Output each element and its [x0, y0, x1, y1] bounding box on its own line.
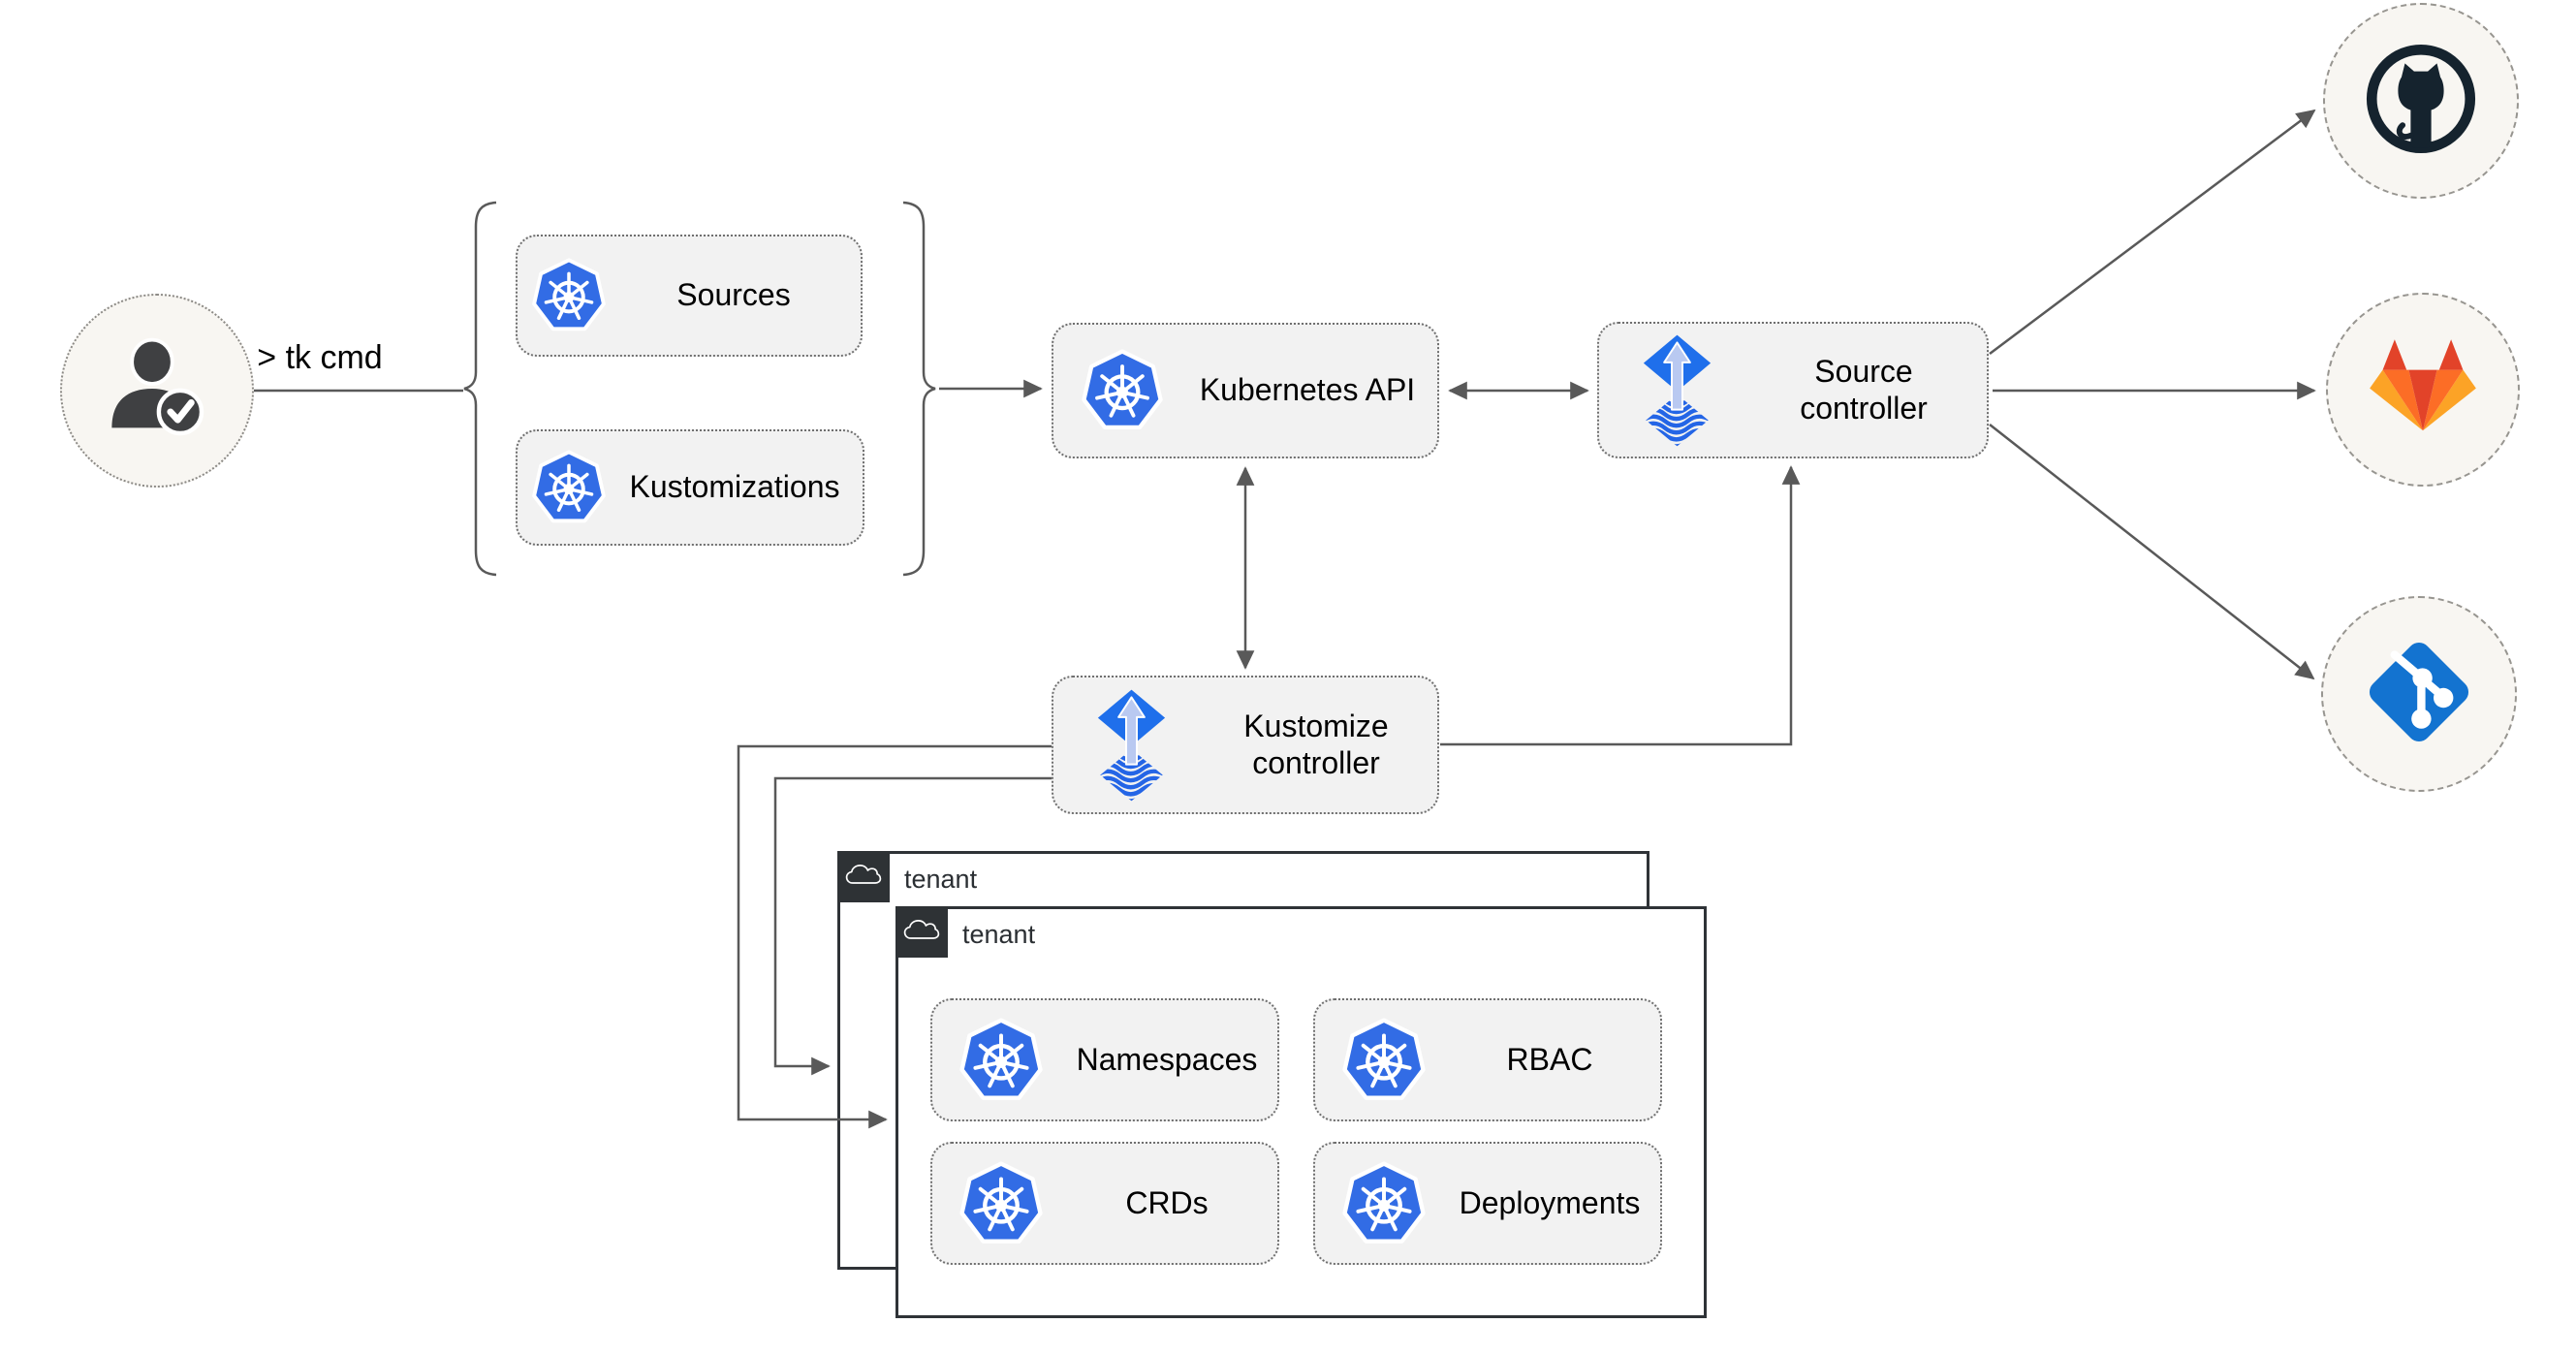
- github-icon: [2364, 42, 2478, 161]
- node-label: Deployments: [1459, 1184, 1641, 1220]
- node-source-controller: Source controller: [1597, 322, 1989, 458]
- tenant-label: tenant: [904, 865, 978, 894]
- right-brace: [902, 201, 936, 577]
- node-label: CRDs: [1125, 1184, 1209, 1220]
- kubernetes-icon: [932, 1161, 1070, 1246]
- node-kustomize-controller: Kustomize controller: [1052, 676, 1439, 814]
- kubernetes-icon: [1053, 349, 1191, 432]
- node-label: RBAC: [1506, 1041, 1593, 1077]
- cloud-icon: [902, 917, 941, 948]
- tenant-label: tenant: [962, 920, 1036, 949]
- kubernetes-icon: [1315, 1018, 1453, 1103]
- node-label: Kubernetes API: [1199, 372, 1416, 408]
- remote-gitlab: [2326, 293, 2520, 487]
- node-kubernetes-api: Kubernetes API: [1052, 323, 1439, 458]
- kubernetes-icon: [932, 1018, 1070, 1103]
- node-sources: Sources: [516, 235, 863, 357]
- cloud-icon: [844, 862, 883, 893]
- node-namespaces: Namespaces: [930, 998, 1279, 1121]
- remote-github: [2323, 3, 2519, 199]
- kubernetes-icon: [1315, 1161, 1453, 1246]
- node-rbac: RBAC: [1313, 998, 1662, 1121]
- node-label: Namespaces: [1076, 1041, 1258, 1077]
- left-brace: [463, 201, 497, 577]
- remote-git: [2321, 596, 2517, 792]
- flux-icon: [1599, 333, 1754, 448]
- user-avatar: [60, 294, 254, 488]
- kubernetes-icon: [518, 258, 620, 333]
- node-label: Sources: [676, 277, 791, 313]
- node-label: Kustomizations: [629, 469, 840, 505]
- gitlab-icon: [2369, 337, 2477, 442]
- node-label: Kustomize controller: [1243, 708, 1389, 780]
- node-label: Source controller: [1800, 353, 1928, 425]
- kubernetes-icon: [518, 450, 620, 525]
- edge-source-to-git: [1989, 424, 2315, 680]
- git-icon: [2361, 634, 2477, 755]
- flux-icon: [1053, 688, 1209, 803]
- user-check-icon: [96, 328, 218, 455]
- node-kustomizations: Kustomizations: [516, 429, 864, 546]
- namespace-tab: [837, 851, 890, 902]
- edge-kustomize-to-source-controller: [1440, 465, 1801, 746]
- edge-source-to-github: [1989, 109, 2316, 356]
- cli-command-label: > tk cmd: [257, 339, 383, 376]
- namespace-tab: [895, 906, 948, 958]
- node-deployments: Deployments: [1313, 1142, 1662, 1265]
- node-crds: CRDs: [930, 1142, 1279, 1265]
